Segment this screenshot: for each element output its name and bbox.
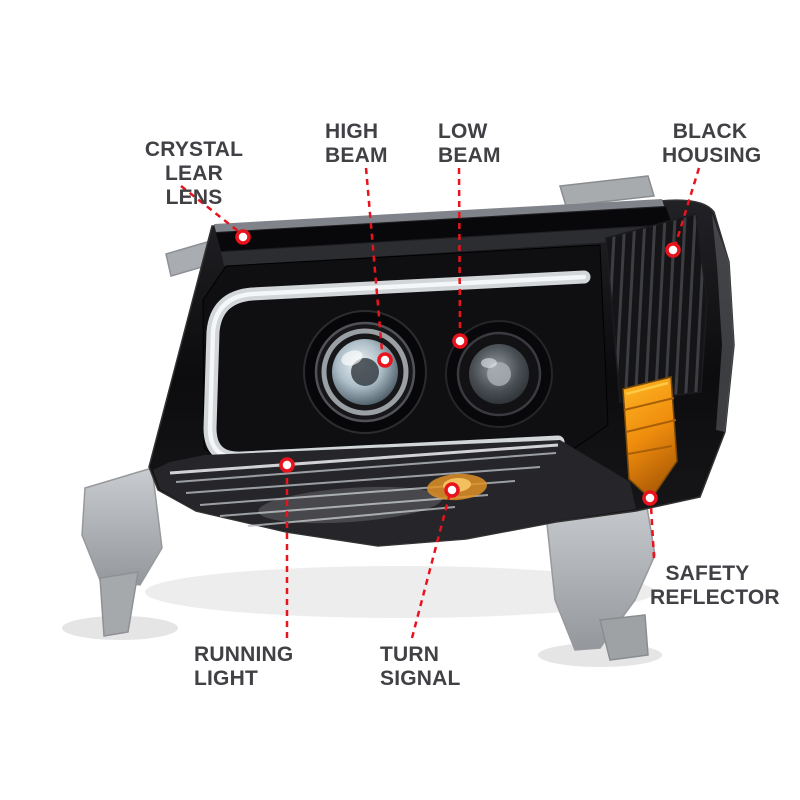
mounting-brackets — [81, 175, 656, 661]
safety-reflector-marker — [642, 490, 658, 506]
low-beam-projector — [445, 320, 553, 428]
low-beam-line — [457, 167, 462, 334]
low-beam-marker — [452, 333, 468, 349]
callout-label-crystal-clear-lens: CRYSTAL LEAR LENS — [144, 138, 244, 209]
headlight-housing — [148, 199, 735, 547]
high-beam-line — [364, 167, 384, 352]
amber-safety-reflector — [622, 376, 678, 501]
turn-signal-marker — [444, 482, 460, 498]
callout-label-low-beam: LOW BEAM — [438, 120, 501, 167]
callout-label-safety-reflector: SAFETY REFLECTOR — [650, 562, 780, 609]
turn-signal-line — [410, 496, 451, 639]
callout-label-turn-signal: TURN SIGNAL — [380, 643, 461, 690]
safety-reflector-line — [649, 505, 656, 559]
callout-markers — [235, 229, 681, 506]
black-housing-line — [674, 167, 701, 244]
lower-reflector-band — [153, 440, 636, 545]
high-beam-projector — [303, 310, 427, 434]
callout-leader-lines — [180, 167, 701, 639]
housing-fins — [605, 213, 708, 403]
callout-label-running-light: RUNNING LIGHT — [194, 643, 294, 690]
callout-label-black-housing: BLACK HOUSING — [662, 120, 762, 167]
black-housing-marker — [665, 242, 681, 258]
high-beam-marker — [377, 352, 393, 368]
crystal-clear-lens-marker — [235, 229, 251, 245]
crystal-clear-lens-line — [180, 185, 239, 232]
running-light-marker — [279, 457, 295, 473]
callout-label-high-beam: HIGH BEAM — [325, 120, 388, 167]
